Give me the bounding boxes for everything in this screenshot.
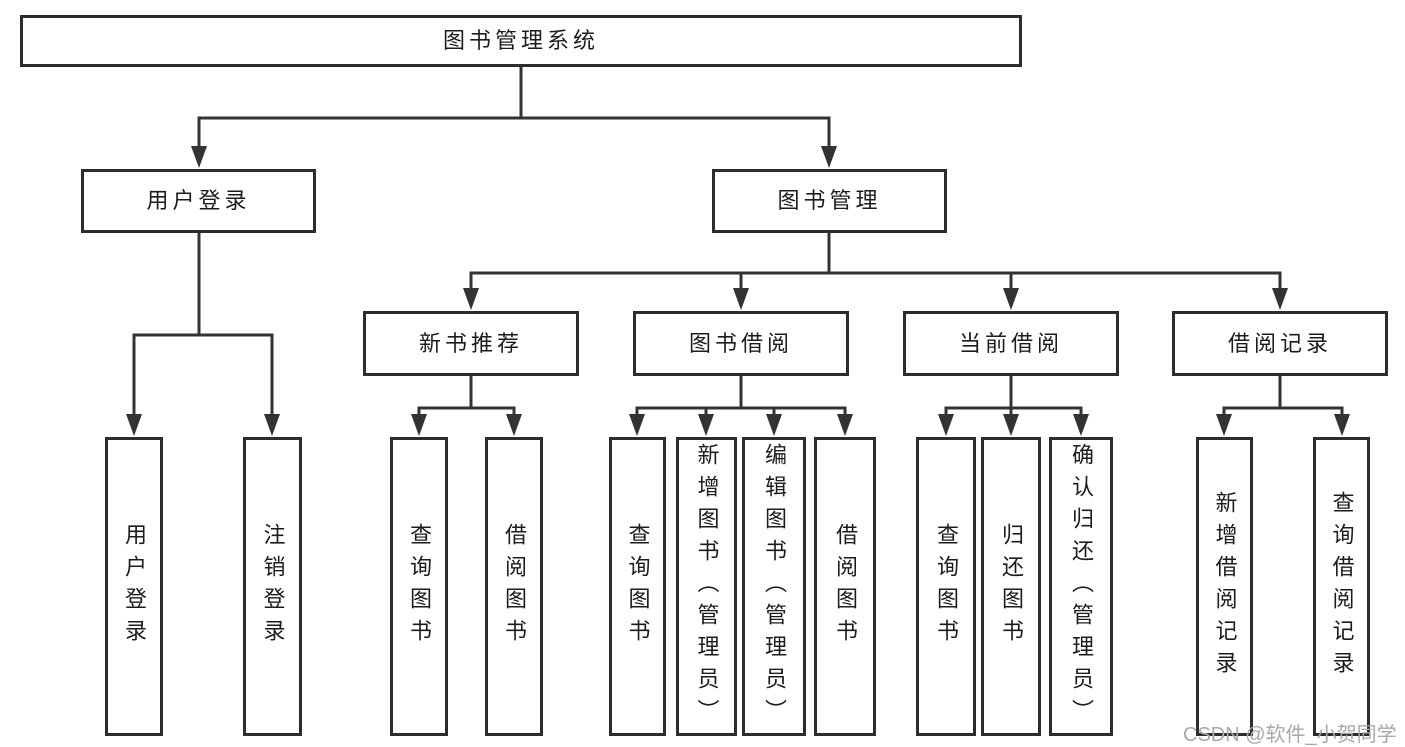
csdn-watermark: CSDN @软件_小贺同学 [1183, 724, 1397, 746]
node-borrowing-records-label: 借阅记录 [1227, 330, 1332, 356]
leaf-return-book-label: 归还图书 [999, 522, 1024, 651]
leaf-borrow-books-1: 借阅图书 [485, 437, 543, 736]
node-root: 图书管理系统 [20, 15, 1022, 67]
leaf-query-borrow-record-label: 查询借阅记录 [1329, 490, 1355, 683]
node-user-login-label: 用户登录 [146, 188, 251, 213]
leaf-query-borrow-record: 查询借阅记录 [1313, 437, 1370, 736]
leaf-add-borrow-record: 新增借阅记录 [1196, 437, 1253, 736]
node-root-label: 图书管理系统 [442, 28, 599, 53]
node-book-borrowing: 图书借阅 [633, 311, 849, 376]
leaf-return-book: 归还图书 [981, 437, 1041, 736]
leaf-query-books-3-label: 查询图书 [934, 522, 959, 651]
node-book-borrowing-label: 图书借阅 [688, 330, 793, 356]
node-new-book-recommend: 新书推荐 [363, 311, 579, 376]
node-book-management-label: 图书管理 [777, 188, 882, 213]
leaf-query-books-1: 查询图书 [390, 437, 448, 736]
leaf-borrow-books-1-label: 借阅图书 [502, 522, 527, 651]
node-new-book-recommend-label: 新书推荐 [418, 330, 523, 356]
leaf-query-books-3: 查询图书 [916, 437, 976, 736]
leaf-query-books-2: 查询图书 [609, 437, 666, 736]
leaf-user-login: 用户登录 [105, 437, 163, 736]
leaf-borrow-books-2: 借阅图书 [814, 437, 876, 736]
leaf-user-login-label: 用户登录 [122, 522, 147, 651]
leaf-add-borrow-record-label: 新增借阅记录 [1212, 490, 1238, 683]
leaf-confirm-return-admin-label: 确认归还（管理员） [1069, 442, 1094, 731]
leaf-add-book-admin: 新增图书（管理员） [676, 437, 737, 736]
node-book-management: 图书管理 [712, 169, 947, 233]
node-user-login: 用户登录 [81, 169, 316, 233]
leaf-add-book-admin-label: 新增图书（管理员） [694, 442, 720, 731]
leaf-confirm-return-admin: 确认归还（管理员） [1049, 437, 1113, 736]
leaf-logout-label: 注销登录 [260, 522, 286, 651]
node-current-borrowing-label: 当前借阅 [958, 330, 1063, 356]
node-borrowing-records: 借阅记录 [1172, 311, 1388, 376]
leaf-edit-book-admin: 编辑图书（管理员） [742, 437, 806, 736]
leaf-logout: 注销登录 [243, 437, 302, 736]
leaf-borrow-books-2-label: 借阅图书 [833, 522, 858, 651]
leaf-query-books-1-label: 查询图书 [407, 522, 432, 651]
leaf-edit-book-admin-label: 编辑图书（管理员） [762, 442, 787, 731]
node-current-borrowing: 当前借阅 [903, 311, 1119, 376]
leaf-query-books-2-label: 查询图书 [625, 522, 651, 651]
